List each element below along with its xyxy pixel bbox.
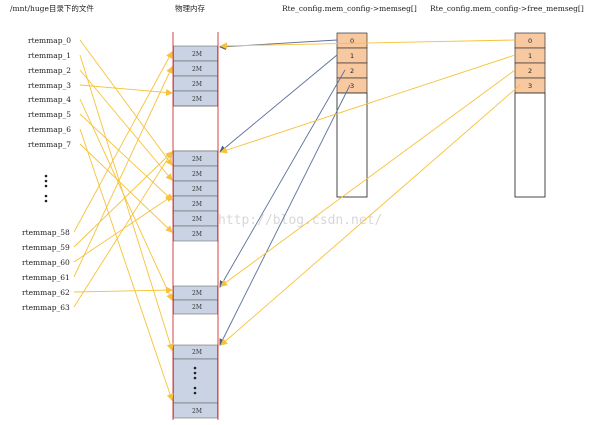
memseg-header: Rte_config.mem_config->memseg[] — [282, 4, 417, 13]
map-arrow — [79, 128, 174, 401]
map-arrow — [73, 151, 173, 248]
memory-header: 物理内存 — [175, 3, 205, 13]
files-header: /mnt/huge目录下的文件 — [10, 3, 94, 13]
free-memseg-arrow — [220, 39, 516, 50]
rtemmap-label: rtemmap_6 — [28, 125, 71, 134]
rtemmap-list-top: rtemmap_0 rtemmap_1 rtemmap_2 rtemmap_3 … — [28, 36, 71, 149]
block-label: 2M — [192, 156, 202, 163]
memseg-arrow — [219, 54, 338, 153]
watermark: http://blog.csdn.net/ — [218, 213, 382, 228]
memory-block-group-1: 2M 2M 2M 2M — [173, 45, 218, 107]
map-arrow — [79, 84, 173, 96]
free-memseg-header: Rte_config.mem_config->free_memseg[] — [430, 4, 584, 13]
memseg-index: 3 — [350, 82, 354, 90]
ellipsis-memory — [193, 366, 197, 395]
map-arrow — [73, 66, 173, 278]
map-arrow — [73, 286, 173, 294]
memory-block-group-2: 2M 2M 2M 2M 2M 2M — [173, 150, 218, 242]
map-arrow — [73, 51, 173, 233]
rtemmap-label: rtemmap_61 — [22, 273, 70, 282]
rtemmap-label: rtemmap_62 — [22, 288, 70, 297]
memseg-index: 1 — [350, 52, 354, 60]
rtemmap-label: rtemmap_59 — [22, 243, 70, 252]
ellipsis-left — [44, 174, 48, 203]
free-memseg-index: 3 — [528, 82, 532, 90]
free-memseg-index: 0 — [528, 37, 532, 45]
block-label: 2M — [192, 349, 202, 356]
memseg-array: 0 1 2 3 — [336, 32, 368, 198]
free-memseg-index: 1 — [528, 52, 532, 60]
memseg-to-memory-arrows — [219, 39, 351, 346]
free-memseg-index: 2 — [528, 67, 532, 75]
map-arrow — [79, 143, 173, 233]
block-label: 2M — [192, 231, 202, 238]
rtemmap-label: rtemmap_4 — [28, 95, 71, 104]
block-label: 2M — [192, 66, 202, 73]
memory-block-group-3: 2M 2M — [173, 285, 218, 315]
map-arrow — [73, 151, 173, 308]
block-label: 2M — [192, 96, 202, 103]
rtemmap-label: rtemmap_60 — [22, 258, 70, 267]
block-label: 2M — [192, 304, 202, 311]
memseg-index: 2 — [350, 67, 354, 75]
map-arrow — [79, 113, 173, 201]
free-memseg-arrow — [220, 84, 521, 346]
rtemmap-label: rtemmap_5 — [28, 110, 71, 119]
memseg-arrow — [219, 69, 346, 288]
memseg-arrow — [219, 84, 351, 346]
map-arrow — [79, 39, 173, 166]
map-arrow — [79, 54, 174, 351]
block-label: 2M — [192, 171, 202, 178]
block-label: 2M — [192, 186, 202, 193]
free-memseg-to-memory-arrows — [220, 39, 521, 346]
rtemmap-label: rtemmap_1 — [28, 51, 71, 60]
physical-memory-column: 2M 2M 2M 2M 2M 2M 2M 2M 2M 2M 2M 2M — [172, 32, 219, 420]
block-label: 2M — [192, 51, 202, 58]
memseg-index: 0 — [350, 37, 354, 45]
memory-block-group-4: 2M 2M — [173, 344, 218, 419]
map-arrow — [79, 98, 173, 301]
rtemmap-label: rtemmap_7 — [28, 140, 71, 149]
free-memseg-array: 0 1 2 3 — [514, 32, 546, 198]
rtemmap-label: rtemmap_63 — [22, 303, 70, 312]
block-label: 2M — [192, 290, 202, 297]
rtemmap-label: rtemmap_2 — [28, 66, 71, 75]
rtemmap-label: rtemmap_3 — [28, 81, 71, 90]
block-label: 2M — [192, 201, 202, 208]
rtemmap-to-memory-arrows — [73, 39, 174, 401]
block-label: 2M — [192, 216, 202, 223]
rtemmap-label: rtemmap_0 — [28, 36, 71, 45]
rtemmap-list-bottom: rtemmap_58 rtemmap_59 rtemmap_60 rtemmap… — [22, 228, 70, 312]
block-label: 2M — [192, 81, 202, 88]
free-memseg-arrow — [220, 69, 516, 287]
rtemmap-label: rtemmap_58 — [22, 228, 70, 237]
map-arrow — [79, 69, 173, 181]
free-memseg-arrow — [220, 54, 516, 154]
block-label: 2M — [192, 408, 202, 415]
